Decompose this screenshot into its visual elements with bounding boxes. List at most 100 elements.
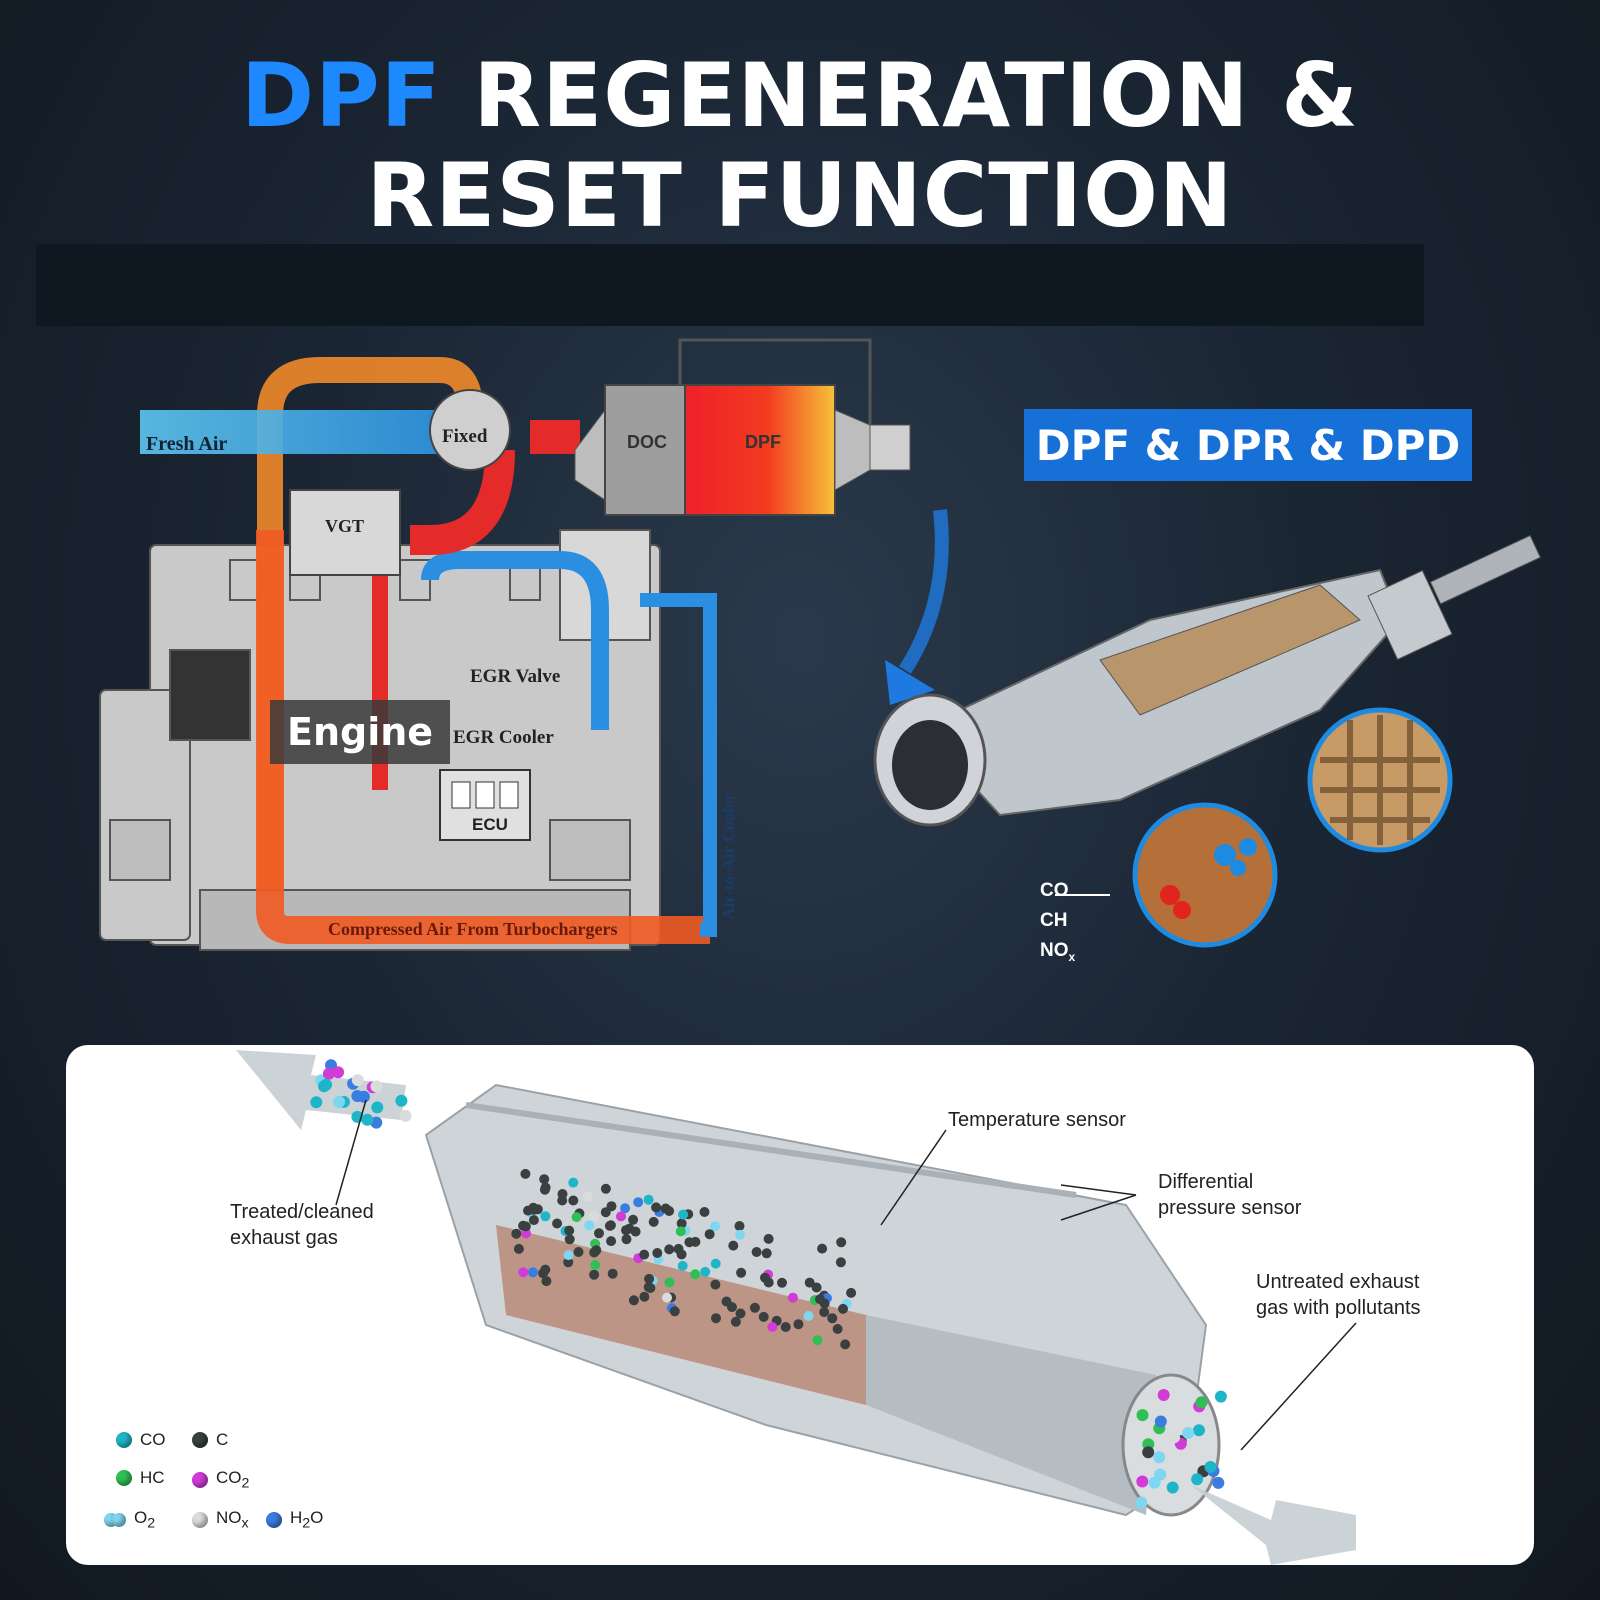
particle	[669, 1306, 680, 1317]
particle	[838, 1303, 848, 1314]
dpf-label: DPF	[745, 432, 781, 452]
particle	[787, 1292, 798, 1303]
o2-dot-icon-2	[112, 1512, 126, 1527]
particle	[721, 1296, 732, 1307]
legend-item-hc: HC	[116, 1468, 165, 1488]
particle	[710, 1221, 720, 1232]
particle	[628, 1295, 639, 1306]
particle	[699, 1207, 710, 1217]
particle	[589, 1247, 600, 1258]
particle	[811, 1282, 822, 1293]
particle	[651, 1202, 662, 1213]
particle	[539, 1174, 550, 1185]
particle	[662, 1292, 672, 1303]
inflow-particle	[1193, 1424, 1205, 1437]
inflow-particle	[1214, 1390, 1227, 1403]
title-underline-bar	[36, 244, 1424, 326]
particle	[763, 1233, 774, 1244]
pollutant-list: CO CH NOx	[1040, 876, 1075, 972]
particle	[676, 1218, 687, 1229]
particle	[684, 1237, 695, 1248]
particle	[563, 1257, 574, 1268]
c-dot-icon	[192, 1432, 208, 1448]
inflow-particle	[1182, 1427, 1195, 1439]
particle	[735, 1229, 745, 1240]
co2-dot-icon	[192, 1471, 208, 1488]
particle	[664, 1277, 675, 1288]
fresh-air-label: Fresh Air	[146, 433, 227, 455]
legend-item-co: CO	[116, 1430, 166, 1450]
particle	[749, 1302, 760, 1313]
particle	[643, 1282, 654, 1293]
particle	[600, 1183, 611, 1194]
particle	[616, 1211, 626, 1222]
outflow-particle	[322, 1067, 335, 1080]
particle	[639, 1249, 650, 1260]
particle	[835, 1257, 846, 1268]
page-title-line-2: RESET FUNCTION	[366, 144, 1234, 247]
compressed-air-label: Compressed Air From Turbochargers	[328, 919, 618, 939]
legend-item-h2o: H2O	[266, 1508, 323, 1531]
hc-dot-icon	[116, 1470, 132, 1486]
particle	[761, 1248, 772, 1259]
outflow-particle	[370, 1080, 383, 1093]
particle	[710, 1258, 721, 1269]
particle	[600, 1207, 611, 1218]
doc-dpf-canister	[574, 338, 911, 516]
dpf-dpr-dpd-badge: DPF & DPR & DPD	[1024, 409, 1472, 481]
catalytic-converter-illustration	[873, 509, 1541, 948]
particle	[621, 1234, 632, 1245]
particle	[568, 1177, 579, 1188]
particle	[832, 1324, 843, 1334]
title-accent: DPF	[241, 44, 442, 147]
page-title-line-1: DPF REGENERATION &	[0, 52, 1600, 140]
particle	[660, 1203, 671, 1214]
particle	[840, 1339, 851, 1350]
honeycomb-zoom	[1307, 707, 1453, 853]
particle	[827, 1313, 838, 1324]
inflow-particle	[1142, 1446, 1155, 1459]
particle	[584, 1220, 595, 1231]
outflow-particle	[370, 1116, 383, 1129]
inflow-particle	[1145, 1390, 1158, 1403]
pollutant-ch: CH	[1040, 910, 1068, 931]
egr-valve-label: EGR Valve	[470, 666, 560, 687]
h2o-dot-icon	[266, 1511, 282, 1528]
particle	[817, 1243, 828, 1254]
engine-diagram: ECU Fresh Air Fixed DOC DPF VGT EGR Valv…	[99, 338, 911, 951]
particle	[793, 1319, 804, 1330]
particle	[552, 1218, 563, 1229]
particle	[568, 1195, 579, 1206]
particle	[763, 1277, 774, 1288]
particle	[573, 1247, 584, 1257]
particle	[652, 1248, 663, 1258]
particle	[734, 1221, 745, 1231]
dpf-cutaway-illustration	[236, 1050, 1357, 1565]
inflow-particle	[1166, 1481, 1179, 1494]
particle	[735, 1308, 746, 1319]
outflow-particle	[320, 1078, 333, 1091]
inflow-particle	[1204, 1461, 1217, 1473]
particle	[648, 1216, 659, 1227]
particle	[780, 1322, 791, 1332]
particle	[582, 1191, 593, 1202]
molecule-zoom	[1132, 802, 1278, 948]
particle	[589, 1211, 600, 1221]
arrow-icon	[885, 660, 935, 705]
particle	[728, 1240, 739, 1251]
particle	[624, 1223, 635, 1234]
inflow-particle	[1168, 1431, 1181, 1444]
particle	[628, 1214, 639, 1225]
outflow-particle	[361, 1113, 374, 1126]
particle	[604, 1220, 615, 1231]
differential-pressure-sensor-label: Differential pressure sensor	[1158, 1171, 1302, 1219]
temperature-sensor-label: Temperature sensor	[948, 1109, 1126, 1131]
inflow-particle	[1154, 1415, 1167, 1428]
particle	[590, 1260, 601, 1270]
inflow-particle	[1191, 1473, 1204, 1486]
particle	[751, 1247, 762, 1257]
outflow-particle	[395, 1094, 408, 1107]
particle	[643, 1194, 654, 1205]
engine-label: Engine	[287, 710, 433, 754]
outflow-particle	[310, 1096, 323, 1109]
